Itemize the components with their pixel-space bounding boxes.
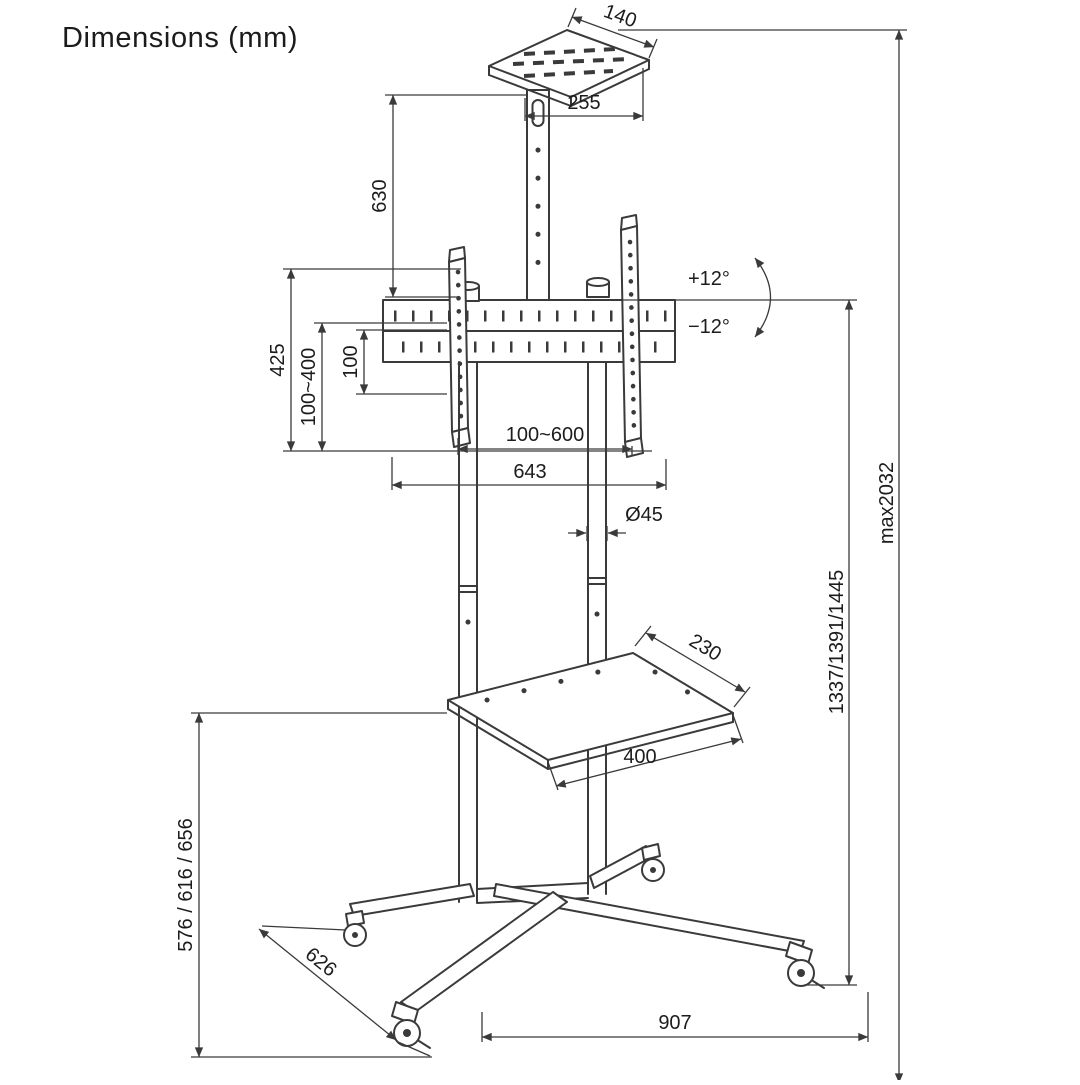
casters [343, 843, 825, 1049]
dim-vesa-spacing: 100 [340, 329, 447, 395]
tilt-annotation: +12° −12° [688, 257, 772, 338]
dim-shelf-width: 400 [547, 714, 744, 791]
dim-vesa-horizontal: 100~600 [457, 424, 633, 455]
dim-100-label: 100 [340, 345, 362, 378]
dim-pole-diameter: Ø45 [568, 504, 663, 541]
tilt-up-label: +12° [688, 268, 730, 290]
dim-1337-label: 1337/1391/1445 [826, 570, 848, 715]
left-vesa-bracket [448, 246, 471, 448]
dim-140-label: 140 [601, 0, 640, 32]
dim-base-height-options: 576 / 616 / 656 [175, 712, 447, 1058]
dim-907-label: 907 [658, 1012, 691, 1034]
dim-255-label: 255 [567, 92, 600, 114]
dim-vesa-vertical: 100~400 [298, 322, 447, 452]
dim-100-400-label: 100~400 [298, 348, 320, 426]
dim-top-tray-width: 255 [524, 68, 644, 121]
dim-630-label: 630 [369, 179, 391, 212]
tilt-down-label: −12° [688, 316, 730, 338]
dim-576-label: 576 / 616 / 656 [175, 818, 197, 951]
base-legs [349, 845, 805, 1013]
dim-column-heights: 1337/1391/1445 [612, 299, 857, 986]
vertical-strip [526, 89, 550, 303]
right-vesa-bracket [620, 214, 644, 458]
dim-mount-width: 643 [391, 457, 667, 490]
dim-column-extension: 630 [369, 94, 526, 298]
dim-base-width: 907 [481, 992, 869, 1042]
right-pole [587, 361, 607, 895]
dim-643-label: 643 [513, 461, 546, 483]
dim-max2032-label: max2032 [876, 462, 898, 544]
dim-400-label: 400 [623, 746, 656, 768]
dim-626-label: 626 [301, 943, 341, 981]
dim-100-600-label: 100~600 [506, 424, 584, 446]
dim-425-label: 425 [267, 343, 289, 376]
page-title: Dimensions (mm) [62, 22, 299, 54]
dim-diameter-label: Ø45 [625, 504, 663, 526]
